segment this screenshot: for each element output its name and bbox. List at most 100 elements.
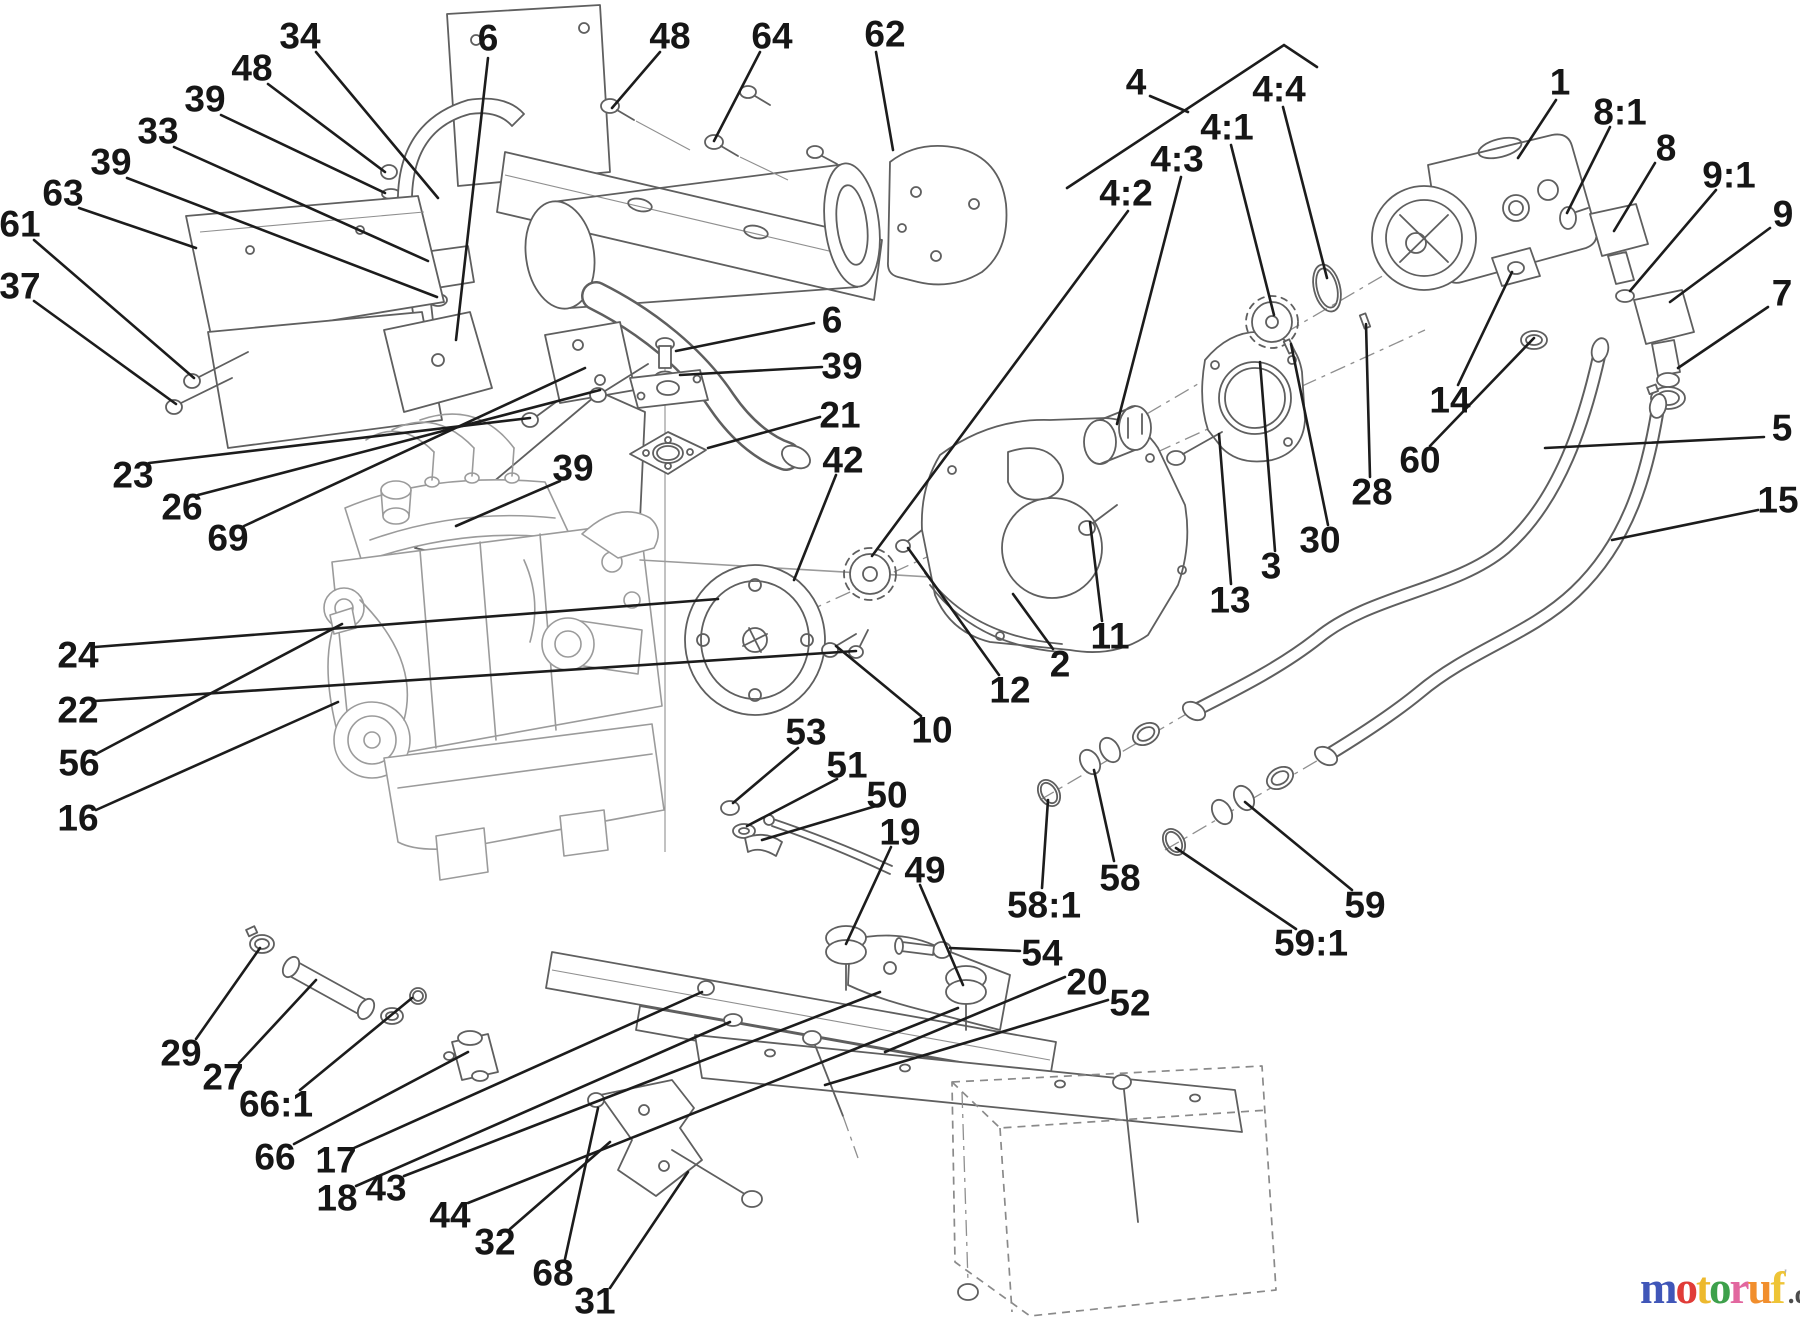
callout-24-leader bbox=[93, 597, 720, 649]
callout-48a-leader bbox=[266, 82, 387, 174]
callout-8-leader bbox=[1612, 161, 1657, 233]
callout-39d: 39 bbox=[552, 448, 593, 489]
motoruf-logo-word: motoruf bbox=[1640, 1263, 1786, 1313]
callout-12-leader bbox=[906, 546, 1001, 677]
diagram-line-art bbox=[165, 4, 1695, 1317]
callout-23: 23 bbox=[112, 455, 153, 496]
callout-28-leader bbox=[1364, 322, 1372, 479]
callout-53-leader bbox=[731, 746, 800, 805]
callout-4-2: 4:2 bbox=[1099, 173, 1152, 214]
callout-28: 28 bbox=[1351, 472, 1392, 513]
callout-4-1-leader bbox=[1229, 143, 1276, 317]
callout-58-1-leader bbox=[1040, 798, 1050, 890]
callout-6b: 6 bbox=[822, 300, 843, 341]
callout-56-leader bbox=[94, 622, 344, 756]
callout-20-leader bbox=[883, 975, 1067, 1054]
callout-64: 64 bbox=[751, 16, 793, 57]
callout-49-leader bbox=[918, 883, 965, 987]
callout-22: 22 bbox=[57, 690, 98, 731]
callout-68: 68 bbox=[532, 1253, 573, 1294]
callout-39b-leader bbox=[125, 176, 439, 299]
callout-4-1: 4:1 bbox=[1200, 107, 1253, 148]
callout-69-leader bbox=[242, 366, 587, 528]
logo-letter-6: f bbox=[1770, 1263, 1786, 1313]
callout-39a: 39 bbox=[184, 79, 225, 120]
callout-58: 58 bbox=[1099, 858, 1140, 899]
callout-7: 7 bbox=[1772, 273, 1793, 314]
callout-4-4: 4:4 bbox=[1252, 69, 1306, 110]
callout-59-1: 59:1 bbox=[1274, 923, 1348, 964]
logo-letter-5: u bbox=[1747, 1263, 1772, 1313]
callout-9-1: 9:1 bbox=[1702, 155, 1755, 196]
callout-37-leader bbox=[32, 299, 178, 406]
engine-group bbox=[323, 413, 1016, 881]
callout-34-leader bbox=[314, 50, 440, 200]
callout-31-leader bbox=[608, 1170, 690, 1290]
callout-20: 20 bbox=[1066, 962, 1107, 1003]
callout-27-leader bbox=[237, 978, 318, 1065]
callout-33-leader bbox=[172, 145, 430, 263]
callout-9-leader bbox=[1668, 226, 1772, 304]
callout-62: 62 bbox=[864, 14, 905, 55]
callout-4-2-leader bbox=[870, 209, 1130, 558]
muffler-group bbox=[380, 4, 1008, 471]
callout-13: 13 bbox=[1209, 580, 1250, 621]
callout-62-leader bbox=[874, 50, 895, 152]
callout-16-leader bbox=[94, 700, 340, 812]
callout-6a-leader bbox=[454, 56, 490, 342]
callout-69: 69 bbox=[207, 518, 248, 559]
callout-21: 21 bbox=[819, 395, 860, 436]
logo-letter-4: r bbox=[1729, 1263, 1750, 1313]
fuel-line-group bbox=[245, 925, 743, 1082]
callout-44: 44 bbox=[429, 1195, 471, 1236]
motoruf-logo-mark: ' bbox=[1783, 1267, 1788, 1283]
callout-44-leader bbox=[466, 1006, 960, 1205]
driveline-group bbox=[684, 263, 1372, 716]
callout-39b: 39 bbox=[90, 142, 131, 183]
callout-leaders bbox=[32, 43, 1772, 1290]
callout-9-1-leader bbox=[1628, 188, 1718, 293]
callout-18: 18 bbox=[316, 1178, 357, 1219]
callout-53: 53 bbox=[785, 712, 826, 753]
callout-42-leader bbox=[792, 473, 838, 582]
callout-13-leader bbox=[1217, 432, 1233, 586]
callout-39c: 39 bbox=[821, 346, 862, 387]
callout-37: 37 bbox=[0, 266, 41, 307]
callout-8: 8 bbox=[1656, 128, 1677, 169]
callout-2: 2 bbox=[1050, 644, 1071, 685]
callout-3: 3 bbox=[1261, 546, 1282, 587]
callout-4-4-leader bbox=[1281, 105, 1329, 280]
pump-group bbox=[1371, 133, 1695, 410]
callout-14: 14 bbox=[1429, 380, 1471, 421]
callout-39c-leader bbox=[678, 365, 824, 377]
callout-32: 32 bbox=[474, 1222, 515, 1263]
callout-58-1: 58:1 bbox=[1007, 885, 1081, 926]
callout-63-leader bbox=[77, 206, 198, 250]
callout-59-leader bbox=[1243, 800, 1354, 892]
callout-64-leader bbox=[712, 50, 762, 143]
callout-4: 4 bbox=[1126, 62, 1147, 103]
callout-8-1-leader bbox=[1565, 125, 1612, 215]
group-4-bracket bbox=[1065, 43, 1319, 190]
callout-33: 33 bbox=[137, 111, 178, 152]
heat-shield-group bbox=[165, 195, 445, 449]
callout-8-1: 8:1 bbox=[1593, 92, 1646, 133]
callout-19-leader bbox=[844, 845, 893, 946]
callout-51-leader bbox=[745, 777, 839, 828]
callout-2-leader bbox=[1011, 592, 1055, 651]
callout-7-leader bbox=[1676, 305, 1770, 370]
callout-27: 27 bbox=[202, 1057, 243, 1098]
callout-52-leader bbox=[823, 998, 1110, 1087]
callout-58-leader bbox=[1092, 768, 1116, 863]
callout-4-3-leader bbox=[1115, 175, 1183, 426]
callout-29-leader bbox=[194, 946, 262, 1041]
fitting-group-58 bbox=[1036, 721, 1161, 808]
callout-61-leader bbox=[32, 238, 196, 380]
callout-17: 17 bbox=[315, 1140, 356, 1181]
callout-60: 60 bbox=[1399, 440, 1440, 481]
callout-5-leader bbox=[1543, 435, 1766, 450]
